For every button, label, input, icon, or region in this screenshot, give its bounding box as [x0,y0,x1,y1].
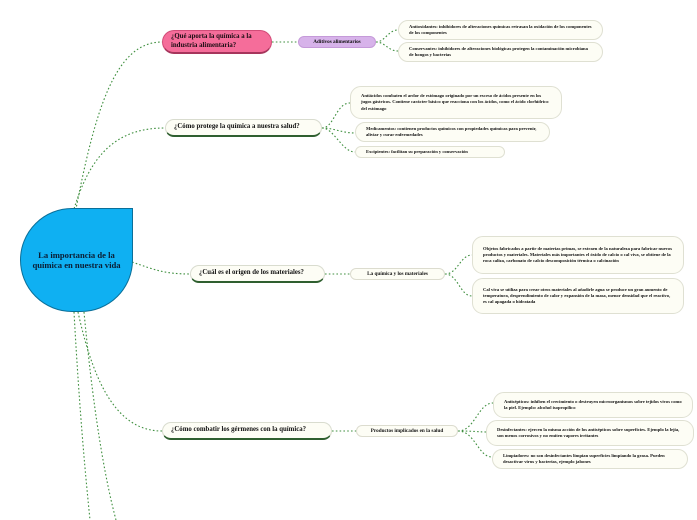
central-topic[interactable]: La importancia de la química en nuestra … [20,208,133,312]
detail-raw-materials[interactable]: Objetos fabricados a partir de materias … [472,236,684,274]
subtopic-health-products[interactable]: Productos implicados en la salud [356,425,458,437]
connector-central-branch1 [74,41,163,215]
detail-disinfectants[interactable]: Desinfectantes: ejercen la misma acción … [486,420,694,446]
connector-branch2-detail1 [321,102,351,129]
connector-subtopic3-detail1 [444,254,473,275]
detail-cleaners-text: Limpiadores: no son desinfectantes limpi… [503,452,665,464]
topic-food-industry-label: ¿Qué aporta la química a la industria al… [171,33,252,49]
detail-antiseptics[interactable]: Antisépticos: inhiben el crecimiento o d… [493,392,693,418]
detail-antacids[interactable]: Antiácidos combaten el ardor de estómago… [350,86,562,119]
detail-quicklime[interactable]: Cal viva se utiliza para crear otros mat… [472,278,684,314]
detail-preservatives-text: Conservantes: inhibidores de alteracione… [409,45,588,57]
subtopic-chemistry-materials-label: La química y los materiales [367,270,428,277]
topic-materials-origin-label: ¿Cuál es el origen de los materiales? [199,269,304,277]
connector-central-branch2 [71,127,166,217]
subtopic-food-additives[interactable]: Aditivos alimentarios [298,36,376,48]
detail-medicines-text: Medicamentos: contienen productos químic… [366,125,537,137]
detail-cleaners[interactable]: Limpiadores: no son desinfectantes limpi… [492,449,688,469]
detail-excipients[interactable]: Excipientes: facilitan su preparación y … [355,146,505,158]
topic-health-protection-label: ¿Cómo protege la química a nuestra salud… [174,123,300,131]
detail-raw-materials-text: Objetos fabricados a partir de materias … [483,245,673,264]
detail-quicklime-text: Cal viva se utiliza para crear otros mat… [483,286,671,305]
topic-fight-germs-label: ¿Cómo combatir los gérmenes con la quími… [171,426,307,434]
detail-antioxidants[interactable]: Antioxidantes: inhibidores de alteracion… [398,20,603,40]
connector-subtopic1-detail2 [375,41,399,52]
connector-subtopic1-detail1 [375,29,399,43]
subtopic-chemistry-materials[interactable]: La química y los materiales [350,268,445,280]
detail-medicines[interactable]: Medicamentos: contienen productos químic… [355,122,550,142]
detail-antacids-text: Antiácidos combaten el ardor de estómago… [361,93,549,111]
topic-fight-germs[interactable]: ¿Cómo combatir los gérmenes con la quími… [162,422,332,440]
topic-health-protection[interactable]: ¿Cómo protege la química a nuestra salud… [165,119,322,137]
topic-food-industry[interactable]: ¿Qué aporta la química a la industria al… [162,30,272,54]
connector-central-branch3 [131,261,191,275]
connector-central-branch6 [83,311,117,520]
subtopic-food-additives-label: Aditivos alimentarios [313,38,361,45]
connector-branch2-detail2 [321,127,356,134]
subtopic-health-products-label: Productos implicados en la salud [370,427,444,434]
connector-subtopic4-detail3 [457,430,493,458]
connector-branch2-detail3 [321,127,356,153]
connector-subtopic4-detail1 [457,402,494,432]
connector-central-branch5 [73,311,91,520]
connector-subtopic3-detail2 [444,273,473,297]
detail-preservatives[interactable]: Conservantes: inhibidores de alteracione… [398,42,603,62]
detail-antioxidants-text: Antioxidantes: inhibidores de alteracion… [409,23,592,35]
connector-central-branch4 [77,311,163,432]
topic-materials-origin[interactable]: ¿Cuál es el origen de los materiales? [190,265,325,283]
detail-antiseptics-text: Antisépticos: inhiben el crecimiento o d… [504,398,682,410]
detail-disinfectants-text: Desinfectantes: ejercen la misma acción … [497,426,680,438]
detail-excipients-text: Excipientes: facilitan su preparación y … [366,148,468,154]
